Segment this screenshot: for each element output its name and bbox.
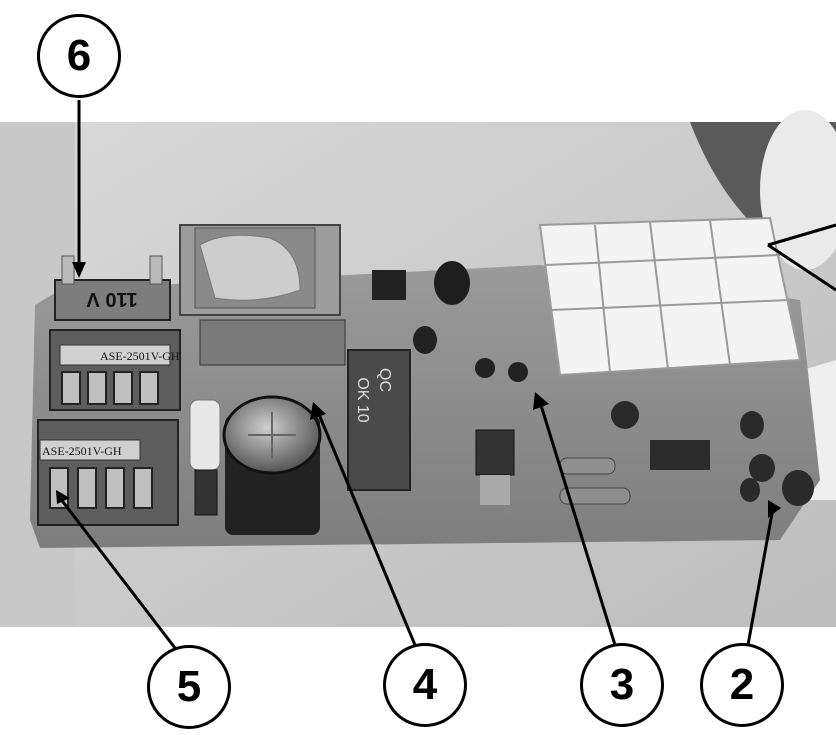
callout-3-number: 3 [609,660,635,709]
callout-3: 3 [580,643,664,727]
voltage-label: 110 V [86,288,138,310]
ic-chip [650,440,710,470]
callout-6-number: 6 [66,31,92,80]
main-capacitor [222,395,322,535]
callout-2: 2 [700,643,784,727]
svg-text:QC: QC [376,368,393,392]
voltage-selector-block [54,279,171,321]
small-capacitor [434,261,470,305]
callout-6: 6 [37,14,121,98]
callout-5-number: 5 [176,662,202,711]
svg-text:OK 10: OK 10 [354,377,371,422]
callout-5: 5 [147,645,231,729]
callout-4: 4 [383,643,467,727]
svg-text:ASE-2501V-GH: ASE-2501V-GH [100,349,180,363]
callout-2-number: 2 [729,660,755,709]
callout-4-number: 4 [412,660,438,709]
terminal-block [538,216,802,377]
svg-text:ASE-2501V-GH: ASE-2501V-GH [42,444,122,458]
